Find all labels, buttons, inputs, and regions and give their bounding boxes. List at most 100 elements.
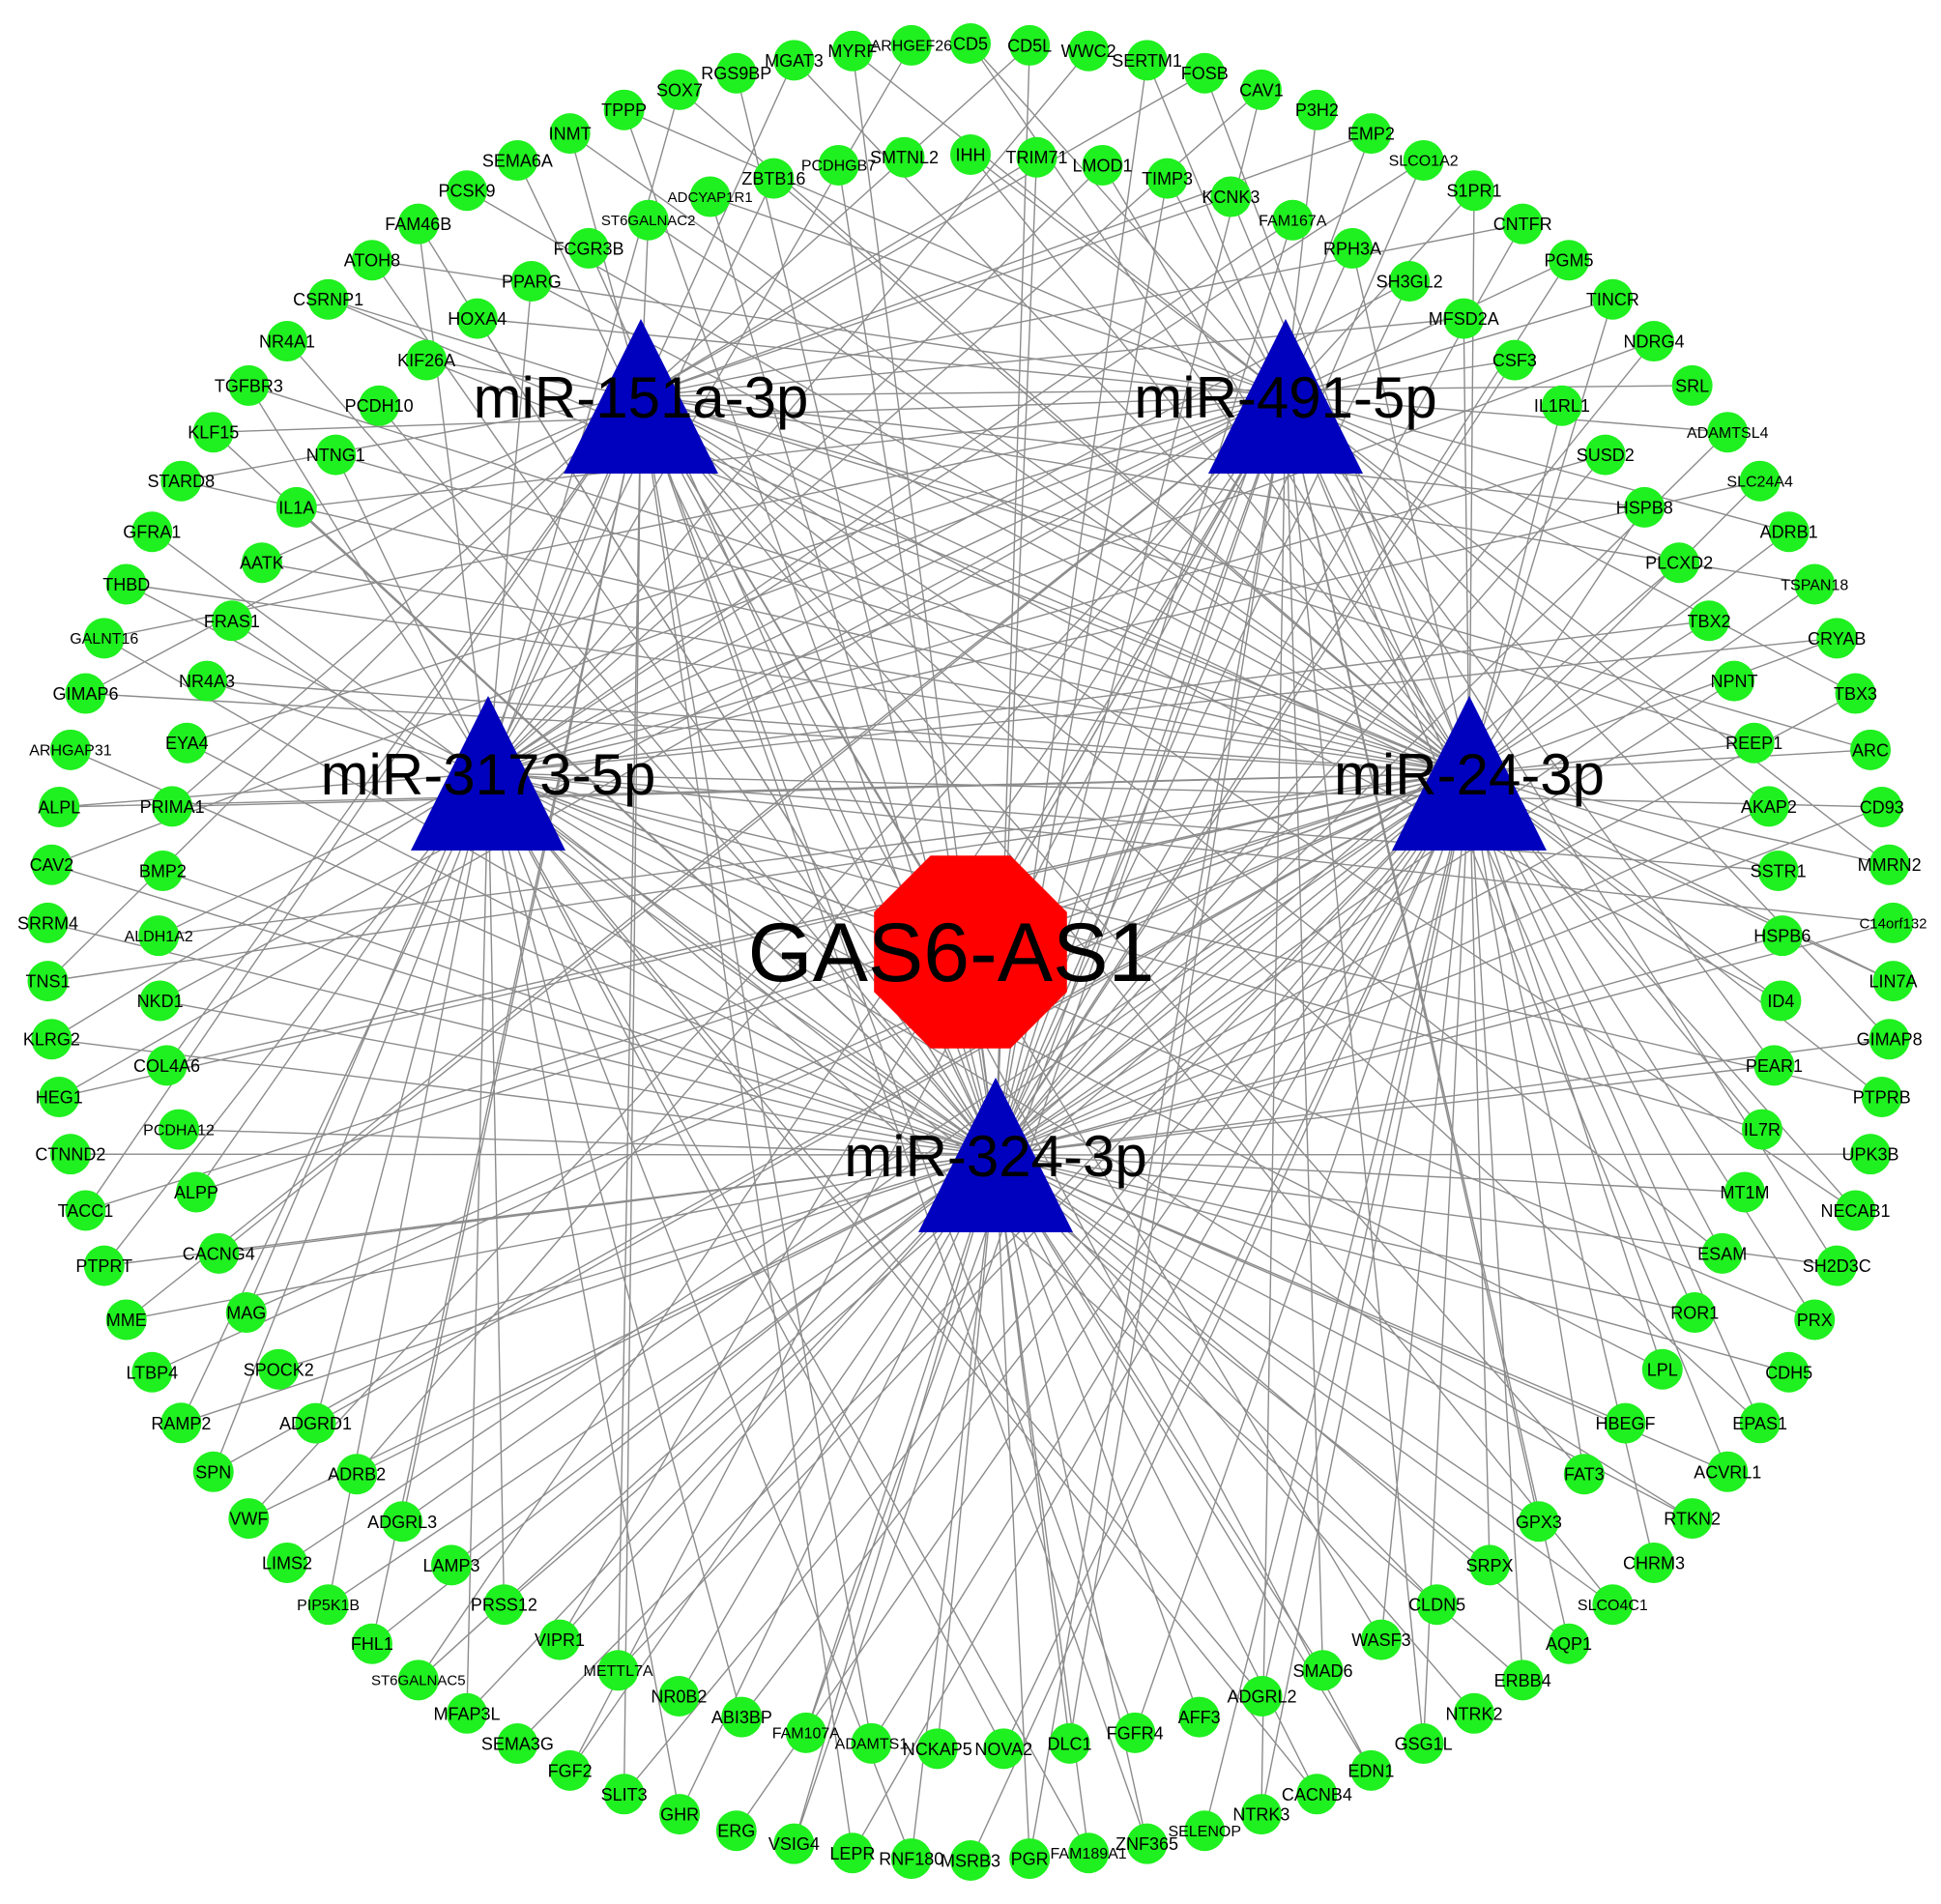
gene-node-p3h2[interactable]: P3H2 (1295, 89, 1339, 130)
gene-node-gfra1[interactable]: GFRA1 (123, 511, 181, 553)
gene-node-tacc1[interactable]: TACC1 (58, 1190, 114, 1231)
gene-node-wasf3[interactable]: WASF3 (1351, 1619, 1411, 1660)
gene-node-tbx2[interactable]: TBX2 (1688, 600, 1731, 642)
gene-node-erg[interactable]: ERG (715, 1810, 757, 1852)
gene-node-spock2[interactable]: SPOCK2 (244, 1348, 314, 1390)
gene-node-nr4a1[interactable]: NR4A1 (259, 321, 315, 362)
gene-node-alpp[interactable]: ALPP (174, 1171, 218, 1213)
gene-node-pcsk9[interactable]: PCSK9 (438, 170, 496, 212)
gene-node-s1pr1[interactable]: S1PR1 (1446, 170, 1502, 212)
gene-node-hspb6[interactable]: HSPB6 (1753, 915, 1811, 957)
gene-node-vsig4[interactable]: VSIG4 (768, 1823, 820, 1864)
gene-node-arhgap31[interactable]: ARHGAP31 (29, 729, 112, 770)
gene-node-slit3[interactable]: SLIT3 (601, 1774, 648, 1815)
gene-node-adamts1[interactable]: ADAMTS1 (835, 1722, 909, 1764)
gene-node-klrg2[interactable]: KLRG2 (23, 1019, 80, 1060)
gene-node-npnt[interactable]: NPNT (1710, 660, 1757, 702)
gene-node-lin7a[interactable]: LIN7A (1869, 961, 1918, 1002)
gene-node-nckap5[interactable]: NCKAP5 (903, 1728, 972, 1770)
gene-node-fam46b[interactable]: FAM46B (385, 203, 451, 245)
gene-node-lpl[interactable]: LPL (1641, 1348, 1683, 1390)
gene-node-spn[interactable]: SPN (192, 1451, 234, 1492)
gene-node-ihh[interactable]: IHH (950, 134, 991, 175)
gene-node-fam107a[interactable]: FAM107A (772, 1712, 841, 1753)
gene-node-ntng1[interactable]: NTNG1 (306, 434, 365, 476)
gene-node-susd2[interactable]: SUSD2 (1577, 434, 1635, 476)
gene-node-sstr1[interactable]: SSTR1 (1751, 850, 1807, 891)
gene-node-znf365[interactable]: ZNF365 (1115, 1823, 1178, 1864)
gene-node-bmp2[interactable]: BMP2 (139, 850, 187, 891)
gene-node-cacnb4[interactable]: CACNB4 (1282, 1774, 1352, 1815)
gene-node-nr0b2[interactable]: NR0B2 (651, 1676, 707, 1717)
gene-node-csrnp1[interactable]: CSRNP1 (293, 278, 363, 320)
gene-node-myrf[interactable]: MYRF (827, 30, 877, 72)
gene-node-sox7[interactable]: SOX7 (656, 69, 703, 110)
mirna-node-mir-324-3p[interactable]: miR-324-3p (844, 1078, 1147, 1232)
gene-node-arhgef26[interactable]: ARHGEF26 (871, 24, 953, 66)
gene-node-pparg[interactable]: PPARG (502, 260, 562, 302)
gene-node-nova2[interactable]: NOVA2 (974, 1728, 1032, 1770)
gene-node-pcdhgb7[interactable]: PCDHGB7 (801, 144, 876, 186)
gene-node-klf15[interactable]: KLF15 (188, 412, 239, 453)
gene-node-akap2[interactable]: AKAP2 (1741, 786, 1797, 827)
gene-node-ltbp4[interactable]: LTBP4 (126, 1351, 178, 1393)
gene-node-csf3[interactable]: CSF3 (1492, 339, 1537, 381)
gene-node-rgs9bp[interactable]: RGS9BP (701, 52, 771, 94)
gene-node-mmrn2[interactable]: MMRN2 (1858, 844, 1922, 885)
gene-node-il7r[interactable]: IL7R (1741, 1109, 1782, 1150)
gene-node-rnf180[interactable]: RNF180 (879, 1838, 943, 1880)
gene-node-cryab[interactable]: CRYAB (1808, 618, 1866, 659)
gene-node-lepr[interactable]: LEPR (829, 1832, 875, 1874)
mirna-node-mir-491-5p[interactable]: miR-491-5p (1134, 319, 1437, 474)
gene-node-cd5[interactable]: CD5 (950, 23, 991, 64)
gene-node-sema3g[interactable]: SEMA3G (481, 1723, 554, 1765)
gene-node-c14orf132[interactable]: C14orf132 (1859, 902, 1927, 943)
gene-node-pgm5[interactable]: PGM5 (1545, 240, 1594, 281)
gene-node-tincr[interactable]: TINCR (1586, 278, 1639, 320)
gene-node-ghr[interactable]: GHR (659, 1794, 701, 1835)
gene-node-timp3[interactable]: TIMP3 (1142, 158, 1193, 199)
gene-node-slco1a2[interactable]: SLCO1A2 (1389, 139, 1459, 181)
gene-node-fat3[interactable]: FAT3 (1563, 1454, 1605, 1495)
gene-node-epas1[interactable]: EPAS1 (1732, 1402, 1787, 1444)
gene-node-inmt[interactable]: INMT (549, 113, 592, 155)
mirna-node-mir-24-3p[interactable]: miR-24-3p (1334, 696, 1605, 851)
gene-node-vwf[interactable]: VWF (228, 1498, 270, 1540)
gene-node-sh3gl2[interactable]: SH3GL2 (1376, 260, 1443, 302)
gene-node-hoxa4[interactable]: HOXA4 (448, 298, 507, 339)
gene-node-adgrl2[interactable]: ADGRL2 (1228, 1676, 1297, 1717)
gene-node-mfap3l[interactable]: MFAP3L (433, 1692, 501, 1734)
gene-node-mme[interactable]: MME (105, 1299, 147, 1341)
gene-node-esam[interactable]: ESAM (1697, 1232, 1747, 1274)
gene-node-aldh1a2[interactable]: ALDH1A2 (125, 915, 193, 957)
gene-node-alpl[interactable]: ALPL (38, 786, 80, 827)
gene-node-hspb8[interactable]: HSPB8 (1616, 486, 1673, 528)
gene-node-mag[interactable]: MAG (225, 1292, 267, 1334)
gene-node-fras1[interactable]: FRAS1 (204, 600, 260, 642)
gene-node-gimap6[interactable]: GIMAP6 (52, 673, 118, 714)
gene-node-ndrg4[interactable]: NDRG4 (1623, 321, 1684, 362)
gene-node-aqp1[interactable]: AQP1 (1546, 1623, 1592, 1664)
gene-node-srrm4[interactable]: SRRM4 (17, 902, 78, 943)
gene-node-fcgr3b[interactable]: FCGR3B (553, 227, 623, 269)
gene-node-lamp3[interactable]: LAMP3 (422, 1544, 479, 1586)
gene-node-pgr[interactable]: PGR (1009, 1838, 1051, 1880)
gene-node-sh2d3c[interactable]: SH2D3C (1803, 1245, 1871, 1286)
mirna-node-mir-3173-5p[interactable]: miR-3173-5p (321, 696, 656, 851)
gene-node-id4[interactable]: ID4 (1760, 980, 1802, 1022)
gene-node-fam189a1[interactable]: FAM189A1 (1051, 1832, 1127, 1874)
gene-node-cd93[interactable]: CD93 (1860, 786, 1904, 827)
gene-node-zbtb16[interactable]: ZBTB16 (741, 158, 805, 199)
gene-node-tbx3[interactable]: TBX3 (1834, 673, 1877, 714)
gene-node-mfsd2a[interactable]: MFSD2A (1429, 298, 1499, 339)
gene-node-smtnl2[interactable]: SMTNL2 (870, 136, 939, 178)
gene-node-st6galnac5[interactable]: ST6GALNAC5 (371, 1659, 466, 1701)
gene-node-arc[interactable]: ARC (1850, 729, 1892, 770)
gene-node-adamtsl4[interactable]: ADAMTSL4 (1687, 412, 1769, 453)
gene-node-cav1[interactable]: CAV1 (1239, 69, 1284, 110)
gene-node-prx[interactable]: PRX (1794, 1299, 1836, 1341)
gene-node-adrb1[interactable]: ADRB1 (1760, 511, 1818, 553)
gene-node-pcdh10[interactable]: PCDH10 (345, 385, 414, 426)
gene-node-ptprt[interactable]: PTPRT (75, 1245, 132, 1286)
gene-node-fgf2[interactable]: FGF2 (548, 1749, 593, 1791)
